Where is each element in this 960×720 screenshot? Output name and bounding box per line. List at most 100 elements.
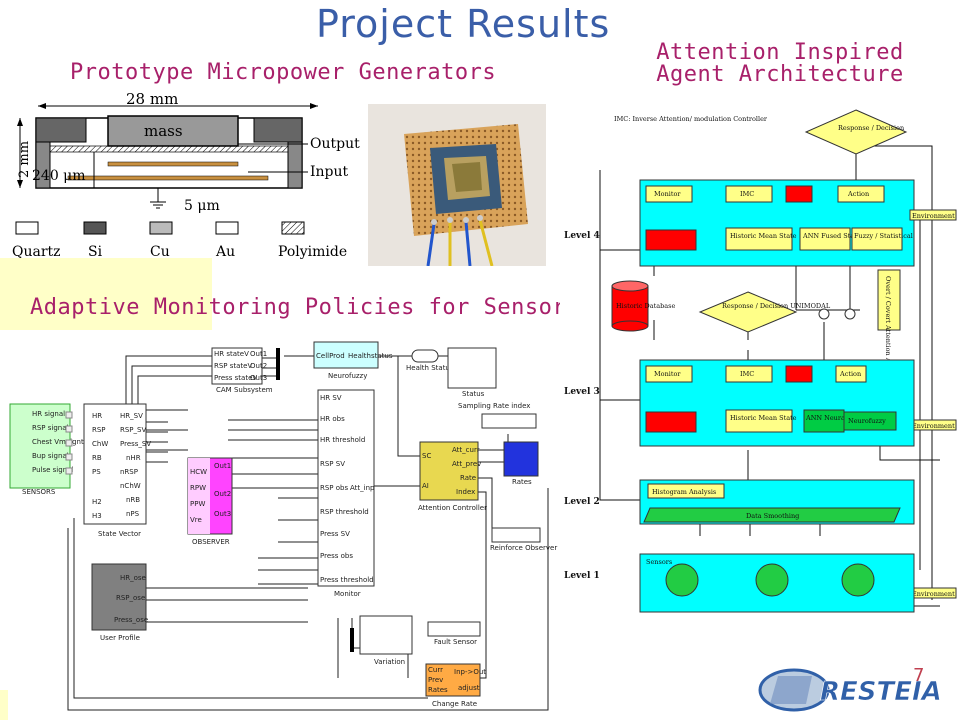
arch-decision-top[interactable] (804, 109, 908, 155)
cam-mux (276, 348, 280, 380)
neurofuzzy-block[interactable] (313, 341, 379, 369)
sensors-block[interactable] (9, 403, 71, 489)
sensor-bup-label: Bup signal (32, 452, 69, 460)
monitor-port-hr-threshold: HR threshold (320, 436, 365, 444)
user-profile-block[interactable] (91, 563, 147, 631)
arch-sensor-3[interactable] (841, 563, 875, 597)
change-rate-block[interactable] (425, 663, 481, 697)
observer-out1: Out1 (214, 462, 231, 470)
arch-l4-fuzzy-label: Fuzzy / Statistical (854, 232, 913, 240)
monitor-port-press-obs: Press obs (320, 552, 353, 560)
arch-data-smoothing[interactable] (643, 507, 901, 523)
sv-out-hr: HR_SV (120, 412, 143, 420)
health-status-block[interactable] (411, 349, 439, 363)
arch-l3-historic-label: Historic Mean State (730, 414, 797, 422)
ac-out-rate: Rate (460, 474, 476, 482)
cam-out1: Out1 (250, 350, 267, 358)
arch-l4-action[interactable] (837, 185, 885, 203)
reinforce-observer-block[interactable] (491, 527, 541, 543)
arch-environment-1-label: Environment (912, 590, 955, 598)
status-scope[interactable] (447, 347, 497, 389)
neurofuzzy-title: Neurofuzzy (328, 372, 367, 380)
arch-l3-historic[interactable] (725, 409, 793, 433)
arch-l4-monitor[interactable] (645, 185, 693, 203)
arch-l3-imc[interactable] (725, 365, 773, 383)
sv-out-nrsp: nRSP (120, 468, 138, 476)
mems-legend-cu: Cu (150, 244, 170, 260)
arch-l4-red-node[interactable] (785, 185, 813, 203)
arch-l3-action[interactable] (835, 365, 867, 383)
heading-attention: Attention Inspired Agent Architecture (656, 40, 904, 87)
arch-l3-monitor[interactable] (645, 365, 693, 383)
page-number: 7 (913, 665, 925, 686)
monitor-port-rsp-threshold: RSP threshold (320, 508, 369, 516)
sv-out-press: Press_SV (120, 440, 151, 448)
ac-in-ai: AI (422, 482, 429, 490)
arch-l4-red-state[interactable] (645, 229, 697, 251)
attention-controller-block[interactable] (419, 441, 479, 501)
neurofuzzy-out: Healthstatus (348, 352, 393, 360)
sv-in-h3: H3 (92, 512, 102, 520)
mems-legend-quartz: Quartz (12, 244, 61, 260)
rates-block[interactable] (503, 441, 539, 477)
arch-l4-ann[interactable] (799, 227, 851, 251)
fault-sensor-display[interactable] (427, 621, 481, 637)
arch-decision-unimodal[interactable] (698, 291, 798, 333)
monitor-block[interactable] (317, 389, 375, 587)
sv-in-h2: H2 (92, 498, 102, 506)
sensor-port-markers (65, 411, 73, 475)
arch-level-3-label: Level 3 (564, 387, 600, 397)
arch-side-note-label: Overt / Covert Attention Allocation (884, 276, 892, 391)
cr-in-rates: Rates (428, 686, 448, 694)
variation-scope[interactable] (359, 615, 413, 655)
prototype-photo (368, 104, 546, 266)
state-vector-title: State Vector (98, 530, 141, 538)
monitor-port-hr-sv: HR SV (320, 394, 342, 402)
observer-in-vre: Vre (190, 516, 202, 524)
arch-l4-fuzzy[interactable] (851, 227, 903, 251)
sampling-rate-index-title: Sampling Rate index (458, 402, 530, 410)
sv-in-rb: RB (92, 454, 102, 462)
arch-l4-imc[interactable] (725, 185, 773, 203)
arch-sensor-1[interactable] (665, 563, 699, 597)
arch-l3-action-label: Action (839, 370, 861, 378)
cr-in-curr: Curr (428, 666, 443, 674)
monitor-port-hr-obs: HR obs (320, 415, 345, 423)
arch-database[interactable] (611, 280, 649, 332)
health-status-title: Health Status (406, 364, 454, 372)
arch-decision-unimodal-label: Response / Decision UNIMODAL (722, 302, 831, 310)
variation-mux (350, 628, 354, 652)
sensors-block-items: HR signal RSP signal Chest Vmeigntn Bup … (32, 410, 88, 474)
ac-in-sc: SC (422, 452, 431, 460)
mems-gap2-label: 5 μm (184, 198, 220, 214)
arch-l4-action-label: Action (847, 190, 869, 198)
arch-histogram[interactable] (647, 483, 725, 499)
fault-sensor-title: Fault Sensor (434, 638, 477, 646)
reinforce-observer-title: Reinforce Observer (490, 544, 557, 552)
monitor-port-press-threshold: Press threshold (320, 576, 374, 584)
sensor-rsp-label: RSP signal (32, 424, 69, 432)
monitor-out: Att_inp (350, 484, 375, 492)
arch-l4-historic[interactable] (725, 227, 793, 251)
arch-level-2-label: Level 2 (564, 497, 600, 507)
arch-level-1-label: Level 1 (564, 571, 600, 581)
sv-out-nrb: nRB (126, 496, 140, 504)
up-port-press: Press_ose (114, 616, 148, 624)
change-rate-title: Change Rate (432, 700, 477, 708)
sv-out-nhr: nHR (126, 454, 141, 462)
arch-l3-neurofuzzy-label: Neurofuzzy (848, 417, 886, 425)
mems-legend-si: Si (88, 244, 103, 260)
arch-l3-red-node[interactable] (785, 365, 813, 383)
arch-l3-neurofuzzy[interactable] (843, 411, 897, 431)
cam-out2: Out2 (250, 362, 267, 370)
arch-l3-red-state[interactable] (645, 411, 697, 433)
mems-height-label: 2 mm (17, 141, 32, 178)
arch-sensor-2[interactable] (755, 563, 789, 597)
arch-environment-4[interactable] (909, 209, 957, 221)
cr-out-inp: Inp->Out (454, 668, 486, 676)
sampling-rate-index-display[interactable] (481, 413, 537, 429)
arch-side-note[interactable] (877, 269, 901, 331)
cam-subsystem-block[interactable] (211, 347, 263, 385)
state-vector-block[interactable] (83, 403, 147, 525)
arch-junction-2 (844, 308, 856, 320)
